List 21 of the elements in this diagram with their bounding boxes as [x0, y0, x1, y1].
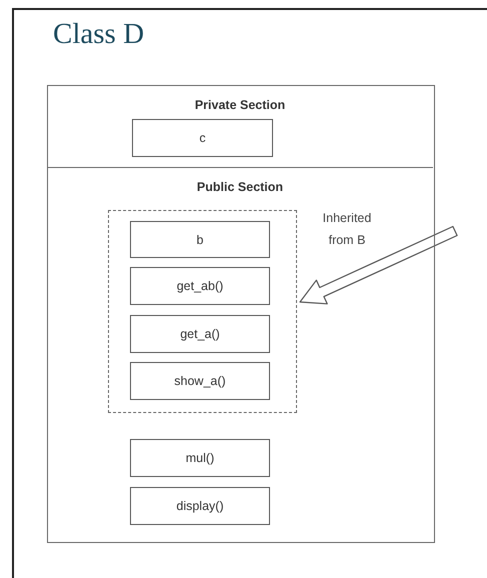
member-name: mul() [186, 451, 214, 465]
member-box [132, 119, 273, 157]
member-name: b [196, 232, 204, 246]
class-box [47, 85, 435, 543]
member-name: get_ab() [176, 279, 224, 293]
annotation-text: Inherited from B [322, 210, 372, 249]
member-box [130, 267, 270, 305]
member-name: display() [176, 499, 224, 513]
member-name: get_a() [180, 327, 220, 341]
member-name: c [199, 131, 206, 145]
member-box [130, 362, 270, 400]
hollow-block-arrow [299, 226, 458, 304]
section-heading: Public Section [196, 180, 284, 194]
member-name: show_a() [174, 374, 226, 388]
member-box [130, 487, 270, 525]
member-box [130, 221, 270, 258]
diagram-title: Class D [53, 18, 144, 51]
member-box [130, 439, 270, 477]
member-box [130, 315, 270, 353]
section-heading: Private Section [194, 98, 286, 112]
inherited-group-box [108, 210, 297, 413]
